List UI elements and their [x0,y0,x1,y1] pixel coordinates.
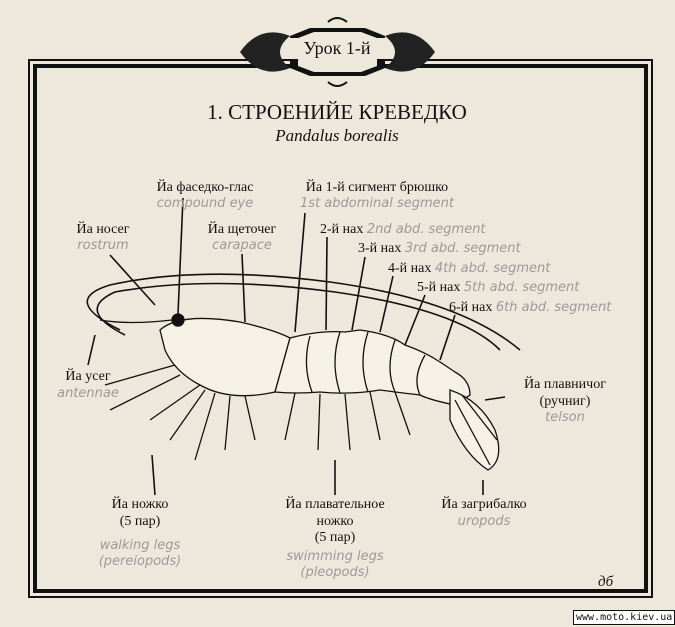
species-name: Pandalus borealis [275,126,399,145]
label-seg3: 3-й нах 3rd abd. segment [358,241,521,256]
label-telson-2: (ручниг) [539,394,591,409]
label-carapace-en: carapace [212,238,272,253]
label-walking-en2: (pereiopods) [98,554,182,569]
label-eye: Йа фаседко-глас [156,180,254,195]
label-walking-2: (5 пар) [119,514,161,529]
diagram-title: 1. СТРОЕНИЙЕ КРЕВЕДКО [207,100,467,124]
label-uropods-en: uropods [457,514,511,529]
label-seg6: 6-й нах 6th abd. segment [449,300,612,315]
label-seg1-en: 1st abdominal segment [300,196,454,211]
label-seg2: 2-й нах 2nd abd. segment [320,222,486,237]
label-swimming-2: ножко [316,514,354,529]
label-antennae-en: antennae [57,386,119,401]
label-rostrum: Йа носег [76,222,130,237]
label-swimming-en: swimming legs [286,549,384,564]
label-carapace: Йа щеточег [207,222,277,237]
label-seg1: Йа 1-й сигмент брюшко [305,180,449,195]
label-walking: Йа ножко [111,497,169,512]
label-walking-en: walking legs [99,538,181,553]
label-swimming-en2: (pleopods) [300,565,370,580]
label-swimming-3: (5 пар) [314,530,356,545]
label-seg5: 5-й нах 5th abd. segment [417,280,580,295]
signature: дб [598,574,614,590]
lesson-badge: Урок 1-й [288,38,386,59]
label-telson-en: telson [545,410,585,425]
label-antennae: Йа усег [65,369,111,384]
label-uropods: Йа загрибалко [441,497,527,512]
site-watermark: www.moto.kiev.ua [573,610,675,625]
label-seg4: 4-й нах 4th abd. segment [388,261,551,276]
label-telson: Йа плавничог [524,377,606,392]
label-rostrum-en: rostrum [77,238,129,253]
label-swimming: Йа плавательное [285,497,385,512]
label-eye-en: compound eye [156,196,254,211]
